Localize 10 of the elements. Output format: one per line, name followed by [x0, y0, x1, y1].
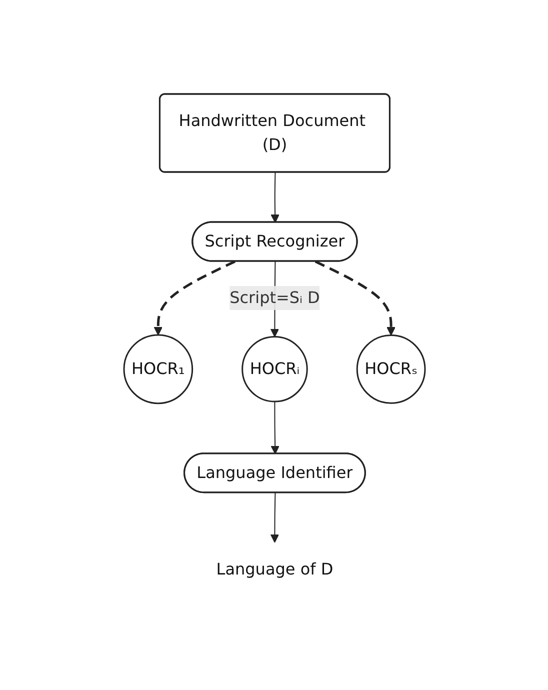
- node-circle: HOCRᵢ: [241, 336, 308, 402]
- arrow: [270, 400, 279, 454]
- node-text: Language of D: [216, 559, 333, 578]
- node-circle: HOCR₁: [122, 334, 193, 404]
- node-circle: HOCRₛ: [356, 334, 426, 404]
- edge-label: Script=Sᵢ D: [229, 288, 320, 307]
- arrow: [153, 260, 236, 336]
- arrow: [270, 492, 279, 543]
- arrow: [270, 172, 279, 223]
- arrow: [314, 260, 395, 336]
